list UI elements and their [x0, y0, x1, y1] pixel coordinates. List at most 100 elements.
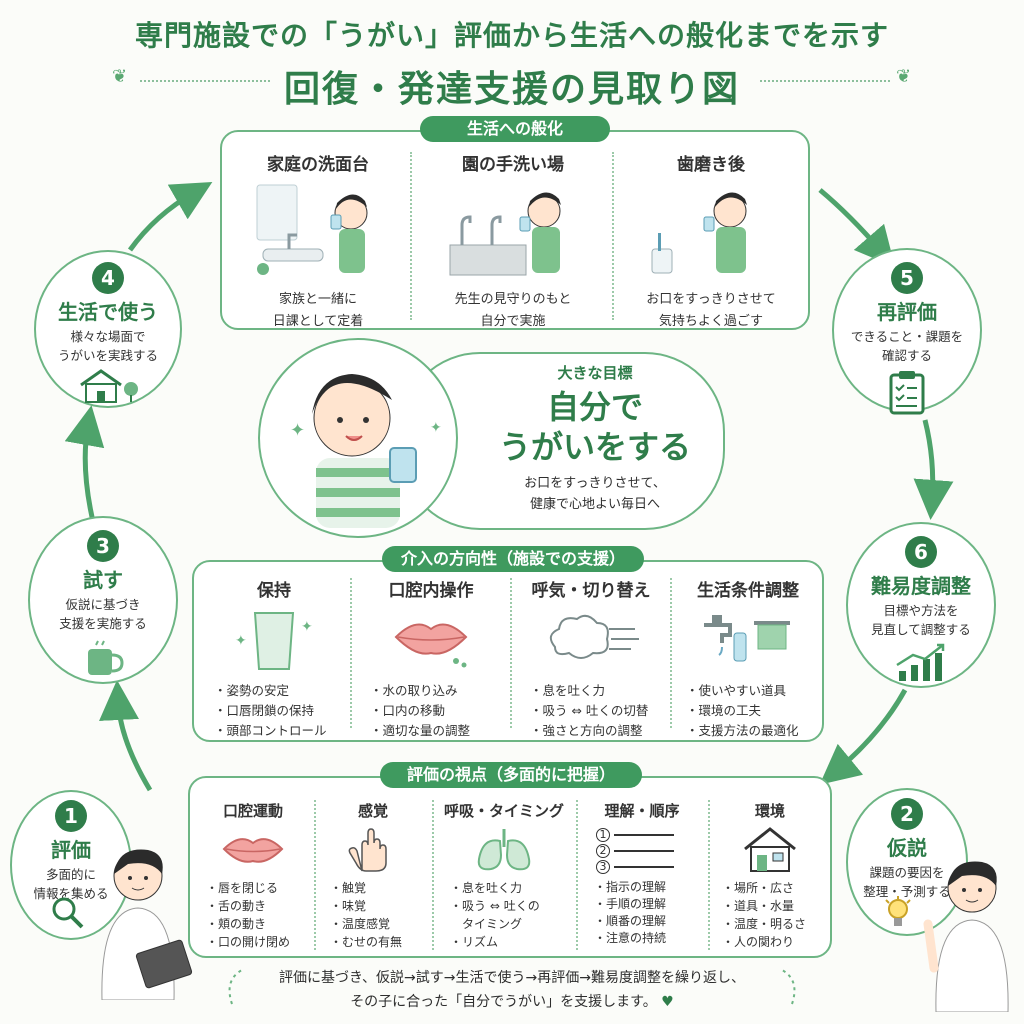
intervention-bullets: 水の取り込み 口内の移動 適切な量の調整 — [370, 681, 506, 741]
numbered-list-icon: 1 2 3 — [596, 827, 704, 875]
step-desc: 仮説に基づき 支援を実施する — [59, 597, 147, 631]
assessment-col-oral-motor: 口腔運動 唇を閉じる 舌の動き 頬の動き 口の開け閉め — [194, 800, 312, 951]
title-line1: 専門施設での「うがい」評価から生活への般化までを示す — [134, 19, 889, 52]
faucet-towel-icon — [704, 615, 790, 662]
goal-text: 大きな目標 自分で うがいをする お口をすっきりさせて、 健康で心地よい毎日へ — [470, 362, 720, 515]
intervention-separator — [670, 578, 672, 728]
arrow-1-to-3 — [99, 680, 153, 792]
top-col-title: 園の手洗い場 — [462, 155, 564, 175]
assessment-col-sensory: 感覚 触覚 味覚 温度感覚 むせの有無 — [318, 800, 428, 951]
step-title: 評価 — [51, 838, 91, 862]
step-number: 5 — [891, 262, 923, 294]
house-icon — [744, 827, 796, 872]
top-col-after-brushing: 歯磨き後 お口をすっきりさせて 気持ちよく過ごす — [620, 150, 802, 333]
arrow-4-to-top — [127, 182, 213, 252]
goal-main-line2: うがいをする — [498, 428, 691, 466]
step-4-circle: 4 生活で使う 様々な場面で うがいを実践する — [34, 250, 182, 408]
growth-chart-icon — [896, 643, 945, 681]
assessment-separator — [708, 800, 710, 950]
assessment-col-title: 呼吸・タイミング — [443, 802, 564, 820]
arrow-3-to-4 — [64, 405, 105, 531]
top-col-caption: お口をすっきりさせて 気持ちよく過ごす — [646, 292, 776, 329]
leaf-icon: ❦ — [896, 66, 912, 87]
top-separator — [612, 152, 614, 320]
heart-icon: ♥ — [661, 994, 674, 1010]
leaf-icon: ❦ — [112, 66, 128, 87]
step-number: 3 — [87, 530, 119, 562]
step-5-circle: 5 再評価 できること・課題を 確認する — [832, 248, 982, 415]
svg-text:✦: ✦ — [301, 619, 313, 635]
top-separator — [410, 152, 412, 320]
assessment-col-title: 理解・順序 — [604, 802, 680, 820]
house-icon — [80, 369, 138, 403]
step-desc: 様々な場面で うがいを実践する — [57, 329, 158, 363]
top-col-caption: 家族と一緒に 日課として定着 — [272, 292, 364, 329]
step-title: 試す — [83, 568, 123, 592]
step-2-circle: 2 仮説 課題の要因を 整理・予測する — [846, 788, 968, 936]
intervention-bullets: 息を吐く力 吸う ⇔ 吐くの切替 強さと方向の調整 — [530, 681, 666, 741]
hand-icon — [348, 828, 387, 872]
top-col-school: 園の手洗い場 先生の見守りのもと 自分で実施 — [418, 150, 608, 333]
intervention-separator — [510, 578, 512, 728]
intervention-col-title: 呼気・切り替え — [531, 581, 651, 601]
assessment-bullets: 触覚 味覚 温度感覚 むせの有無 — [330, 879, 428, 951]
school-sink-illustration — [449, 192, 561, 276]
assessment-bullets: 唇を閉じる 舌の動き 頬の動き 口の開け閉め — [206, 879, 312, 951]
assessment-col-understanding: 理解・順序 1 2 3 指示の理解 手順の理解 順番の理解 注意の持続 — [580, 800, 704, 947]
footer-line2: その子に合った「自分でうがい」を支援します。 ♥ — [350, 994, 674, 1010]
assessment-col-title: 環境 — [754, 802, 785, 820]
therapist-pointing-illustration — [923, 861, 1009, 1012]
top-col-title: 歯磨き後 — [677, 155, 745, 175]
assessment-separator — [314, 800, 316, 950]
intervention-col-oral: 口腔内操作 水の取り込み 口内の移動 適切な量の調整 — [356, 576, 506, 741]
step-number: 4 — [92, 262, 124, 294]
intervention-separator — [350, 578, 352, 728]
lightbulb-icon — [885, 896, 911, 926]
arrow-6-to-bottom — [819, 688, 908, 785]
goal-main-line1: 自分で — [546, 388, 643, 426]
assessment-col-environment: 環境 場所・広さ 道具・水量 温度・明るさ 人の関わり — [712, 800, 828, 951]
assessment-col-breath: 呼吸・タイミング 息を吐く力 吸う ⇔ 吐くの タイミング リズム — [436, 800, 572, 951]
footer-dotted-arrows — [228, 969, 796, 1005]
assessment-separator — [432, 800, 434, 950]
goal-label: 大きな目標 — [557, 364, 633, 382]
assessment-col-title: 感覚 — [357, 802, 388, 820]
svg-text:✦: ✦ — [290, 420, 305, 441]
generalization-label: 生活への般化 — [420, 116, 610, 142]
intervention-col-title: 生活条件調整 — [697, 581, 799, 601]
clipboard-icon — [889, 371, 925, 415]
lips-icon — [222, 838, 284, 863]
goal-sub-line1: お口をすっきりさせて、 — [524, 476, 666, 491]
intervention-bullets: 姿勢の安定 口唇閉鎖の保持 頭部コントロール — [214, 681, 348, 741]
arrow-top-to-5 — [818, 188, 896, 268]
arrow-5-to-6 — [913, 419, 954, 520]
step-3-circle: 3 試す 仮説に基づき 支援を実施する — [28, 516, 178, 684]
lips-icon — [394, 623, 468, 668]
step-desc: 課題の要因を 整理・予測する — [863, 865, 951, 899]
intervention-col-environment: 生活条件調整 使いやすい道具 環境の工夫 支援方法の最適化 — [676, 576, 820, 741]
home-sink-illustration — [256, 184, 368, 275]
goal-sub-line2: 健康で心地よい毎日へ — [529, 497, 660, 512]
footer-text: 評価に基づき、仮説→試す→生活で使う→再評価→難易度調整を繰り返し、 その子に合… — [230, 966, 794, 1014]
top-col-title: 家庭の洗面台 — [267, 155, 369, 175]
title-line2: 回復・発達支援の見取り図 — [283, 69, 740, 110]
child-drinking-illustration: ✦ ✦ — [290, 374, 442, 528]
goal-child-circle: ✦ ✦ — [258, 338, 458, 538]
intervention-col-title: 保持 — [257, 581, 291, 601]
lungs-icon — [477, 829, 531, 871]
magnifier-icon — [52, 897, 84, 929]
assessment-bullets: 息を吐く力 吸う ⇔ 吐くの タイミング リズム — [450, 879, 572, 951]
step-title: 再評価 — [877, 300, 937, 324]
step-desc: できること・課題を 確認する — [850, 329, 964, 363]
assessment-bullets: 指示の理解 手順の理解 順番の理解 注意の持続 — [594, 879, 704, 947]
intervention-col-breath: 呼気・切り替え 息を吐く力 吸う ⇔ 吐くの切替 強さと方向の調整 — [516, 576, 666, 741]
after-brushing-illustration — [651, 192, 747, 274]
cup-icon — [88, 640, 124, 675]
step-number: 6 — [905, 536, 937, 568]
therapist-with-tablet-illustration — [101, 849, 193, 1000]
step-6-circle: 6 難易度調整 目標や方法を 見直して調整する — [846, 522, 996, 688]
title-divider-left — [140, 80, 270, 82]
assessment-label: 評価の視点（多面的に把握） — [380, 762, 642, 788]
intervention-col-title: 口腔内操作 — [388, 581, 474, 601]
intervention-label: 介入の方向性（施設での支援） — [382, 546, 644, 572]
